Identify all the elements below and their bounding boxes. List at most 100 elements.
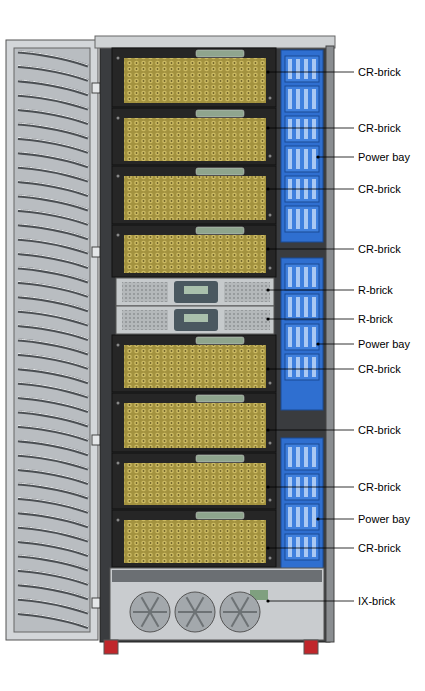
module-stripe xyxy=(296,119,300,139)
module-stripe xyxy=(288,537,292,557)
module-stripe xyxy=(296,357,300,377)
fan-blade xyxy=(150,611,167,613)
door-cable-highlight xyxy=(18,425,88,439)
module-stripe xyxy=(312,59,316,79)
module-stripe xyxy=(312,507,316,527)
door-cable xyxy=(18,426,88,440)
door-cable-highlight xyxy=(18,353,88,367)
cr-brick-drawing xyxy=(112,48,276,107)
brick-screw xyxy=(269,557,272,560)
door-cable-highlight xyxy=(18,209,88,223)
brick-screw xyxy=(117,519,120,522)
part-label: Power bay xyxy=(358,337,410,351)
ix-fan xyxy=(220,592,260,632)
brick-display xyxy=(196,110,244,117)
door-cable xyxy=(18,297,88,311)
leader-dot xyxy=(316,342,319,345)
door-cable-highlight xyxy=(18,281,88,295)
door-cable xyxy=(18,570,88,584)
module-stripe xyxy=(288,357,292,377)
leader-line xyxy=(268,249,354,250)
fan-blade xyxy=(150,612,159,627)
door-cable xyxy=(18,398,88,412)
power-bay-drawing xyxy=(281,438,323,588)
door-panel xyxy=(14,48,90,632)
module-stripe xyxy=(296,59,300,79)
module-stripe xyxy=(312,209,316,229)
module-stripe xyxy=(304,537,308,557)
module-stripe xyxy=(304,209,308,229)
module-stripe xyxy=(296,149,300,169)
door-cable-highlight xyxy=(18,109,88,123)
module-stripe xyxy=(312,297,316,317)
part-label: R-brick xyxy=(358,283,393,297)
fan-blade xyxy=(142,612,151,627)
leader-line xyxy=(268,430,354,431)
brick-screw xyxy=(269,155,272,158)
brick-mesh xyxy=(224,310,270,330)
part-label: CR-brick xyxy=(358,362,401,376)
power-module xyxy=(285,444,319,470)
brick-screw xyxy=(117,175,120,178)
fan-blade xyxy=(195,611,212,613)
leader-line xyxy=(318,519,354,520)
door-cable xyxy=(18,66,88,80)
door-cable-highlight xyxy=(18,368,88,382)
brick-mesh xyxy=(224,282,270,302)
rack-body xyxy=(100,40,330,642)
door-cable-highlight xyxy=(18,238,88,252)
leader-line xyxy=(318,157,354,158)
leader-dot xyxy=(316,517,319,520)
brick-frame xyxy=(112,393,276,452)
brick-display xyxy=(196,168,244,175)
power-bay-drawing xyxy=(281,50,323,242)
door-cable xyxy=(18,268,88,282)
door-cable-highlight xyxy=(18,469,88,483)
module-stripe xyxy=(288,507,292,527)
door-cable-highlight xyxy=(18,152,88,166)
brick-screw xyxy=(269,499,272,502)
power-module xyxy=(285,206,319,232)
door-cable-highlight xyxy=(18,80,88,94)
bay-frame xyxy=(281,438,323,588)
leader-dot xyxy=(316,155,319,158)
fan-blade xyxy=(133,611,150,613)
brick-screw xyxy=(269,442,272,445)
brick-display xyxy=(174,309,218,331)
brick-display xyxy=(196,337,244,344)
door-cable xyxy=(18,196,88,210)
module-stripe xyxy=(296,267,300,287)
module-stripe xyxy=(312,537,316,557)
part-label: IX-brick xyxy=(358,594,395,608)
cr-brick-drawing xyxy=(112,393,276,452)
ix-fan xyxy=(175,592,215,632)
door-cable-highlight xyxy=(18,123,88,137)
door-cable xyxy=(18,282,88,296)
fan-blade xyxy=(187,597,196,612)
fan-blade xyxy=(195,612,204,627)
door-cable-highlight xyxy=(18,497,88,511)
fan-blade xyxy=(223,611,240,613)
module-stripe xyxy=(304,357,308,377)
leader-line xyxy=(268,189,354,190)
fan-blade xyxy=(142,597,151,612)
brick-mesh xyxy=(122,282,168,302)
brick-screen xyxy=(184,286,208,294)
rack-top-cap xyxy=(95,36,335,48)
part-label: Power bay xyxy=(358,512,410,526)
module-stripe xyxy=(304,327,308,347)
module-stripe xyxy=(304,149,308,169)
module-stripe xyxy=(288,267,292,287)
cr-brick-drawing xyxy=(112,108,276,165)
power-module xyxy=(285,294,319,320)
brick-display xyxy=(196,512,244,519)
brick-frame xyxy=(112,166,276,224)
brick-frame xyxy=(112,225,276,277)
door-cable xyxy=(18,124,88,138)
brick-screw xyxy=(269,382,272,385)
power-module xyxy=(285,354,319,380)
door-cable-highlight xyxy=(18,195,88,209)
door-cable xyxy=(18,95,88,109)
brick-screw xyxy=(117,57,120,60)
brick-screw xyxy=(117,462,120,465)
